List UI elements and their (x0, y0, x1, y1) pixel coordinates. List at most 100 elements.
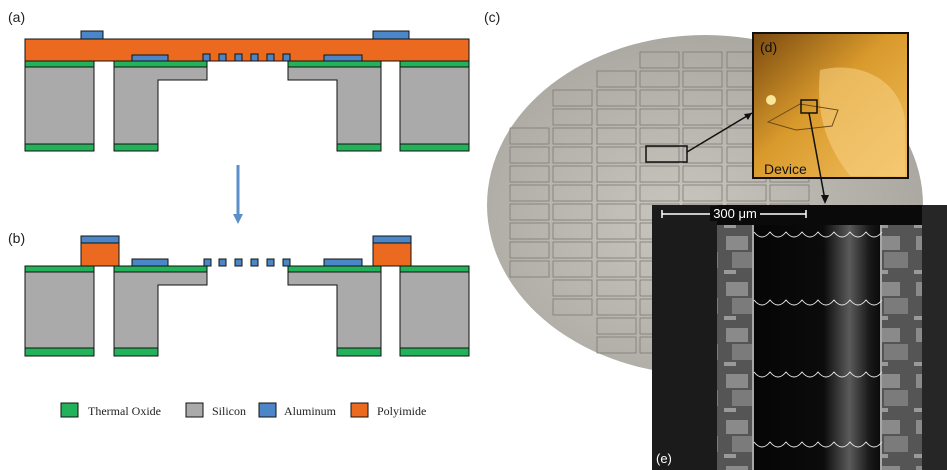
oxide-top-4 (399, 265, 470, 273)
die-outline (509, 184, 550, 202)
die-outline (596, 89, 637, 107)
silicon-block-4 (399, 66, 470, 145)
die-outline (509, 203, 550, 221)
die-outline (682, 184, 723, 202)
oxide-bottom-4 (399, 347, 470, 357)
oxide-top-2 (113, 265, 208, 273)
panel-d: (d) Device (752, 32, 909, 204)
die-outline (509, 146, 550, 164)
process-arrow (233, 165, 243, 224)
die-outline (639, 89, 680, 107)
aluminum-top-pad-right (372, 30, 410, 40)
oxide-bottom-3 (336, 347, 382, 357)
finger-shape (819, 67, 905, 176)
die-outline (596, 184, 637, 202)
sem-beam-trace (753, 441, 883, 448)
oxide-top-3 (287, 265, 382, 273)
panel-a: (a) (8, 9, 470, 152)
sem-left-pads (717, 225, 753, 470)
sem-right-margin (922, 205, 947, 470)
aluminum-cap-right (372, 235, 412, 244)
die-outline (552, 184, 593, 202)
sem-beam-trace (753, 371, 883, 378)
die-outline (552, 108, 593, 126)
aluminum-pad-right (323, 258, 363, 267)
highlighted-die-box (645, 145, 688, 163)
panel-b-label: (b) (8, 230, 25, 246)
released-beam-array (203, 258, 291, 267)
die-outline (769, 184, 810, 202)
die-outline (639, 165, 680, 183)
oxide-bottom-4 (399, 143, 470, 152)
aluminum-top-pad-left (80, 30, 104, 40)
sem-right-pads (882, 225, 922, 470)
die-outline (552, 298, 593, 316)
polyimide-pillar-right (372, 242, 412, 267)
die-outline (552, 203, 593, 221)
legend-label-aluminum: Aluminum (284, 404, 337, 418)
die-outline (596, 70, 637, 88)
oxide-top-1 (24, 265, 95, 273)
die-outline (552, 89, 593, 107)
die-outline (509, 165, 550, 183)
zoom-arrow-c-to-d (686, 112, 753, 153)
die-outline (682, 89, 723, 107)
oxide-top-2 (113, 60, 208, 68)
die-outline (596, 336, 637, 354)
die-outline (509, 222, 550, 240)
die-outline (596, 279, 637, 297)
die-outline (639, 51, 680, 69)
sem-beam-trace (753, 231, 883, 238)
sem-trench (752, 225, 882, 470)
die-outline (596, 260, 637, 278)
die-outline (596, 127, 637, 145)
legend-swatch-polyimide (350, 402, 369, 418)
die-outline (596, 241, 637, 259)
die-outline (682, 127, 723, 145)
aluminum-beam-array (202, 53, 291, 62)
die-outline (596, 298, 637, 316)
die-outline (639, 127, 680, 145)
legend: Thermal Oxide Silicon Aluminum Polyimide (60, 402, 426, 418)
die-outline (509, 127, 550, 145)
oxide-bottom-1 (24, 347, 95, 357)
die-outline (509, 241, 550, 259)
silicon-block-1 (24, 271, 95, 349)
die-outline (639, 70, 680, 88)
die-outline (552, 241, 593, 259)
panel-c-label: (c) (484, 9, 500, 25)
die-outline (552, 146, 593, 164)
oxide-top-4 (399, 60, 470, 68)
die-outline (552, 260, 593, 278)
die-outline (596, 165, 637, 183)
legend-swatch-aluminum (258, 402, 277, 418)
silicon-block-3 (287, 271, 382, 349)
aluminum-pad-left (131, 258, 169, 267)
die-outline (726, 184, 767, 202)
legend-swatch-thermal-oxide (60, 402, 79, 418)
oxide-bottom-3 (336, 143, 382, 152)
oxide-bottom-2 (113, 143, 159, 152)
silicon-block-4 (399, 271, 470, 349)
die-outline (596, 317, 637, 335)
die-outline (596, 108, 637, 126)
silicon-block-2 (113, 271, 208, 349)
sem-beam-trace (753, 299, 883, 306)
die-outline (682, 51, 723, 69)
die-outline (639, 184, 680, 202)
die-outline (596, 222, 637, 240)
die-outline (682, 70, 723, 88)
die-outline (509, 260, 550, 278)
sem-beam-traces (753, 231, 883, 448)
panel-e: 300 μm (e) (652, 205, 947, 470)
silicon-block-2 (113, 66, 208, 145)
die-outline (682, 108, 723, 126)
legend-label-polyimide: Polyimide (377, 404, 426, 418)
panel-d-label: (d) (760, 39, 777, 55)
polyimide-layer (24, 38, 470, 62)
scale-bar-label: 300 μm (713, 206, 757, 221)
legend-label-thermal-oxide: Thermal Oxide (88, 404, 161, 418)
silicon-block-3 (287, 66, 382, 145)
die-outline (552, 279, 593, 297)
